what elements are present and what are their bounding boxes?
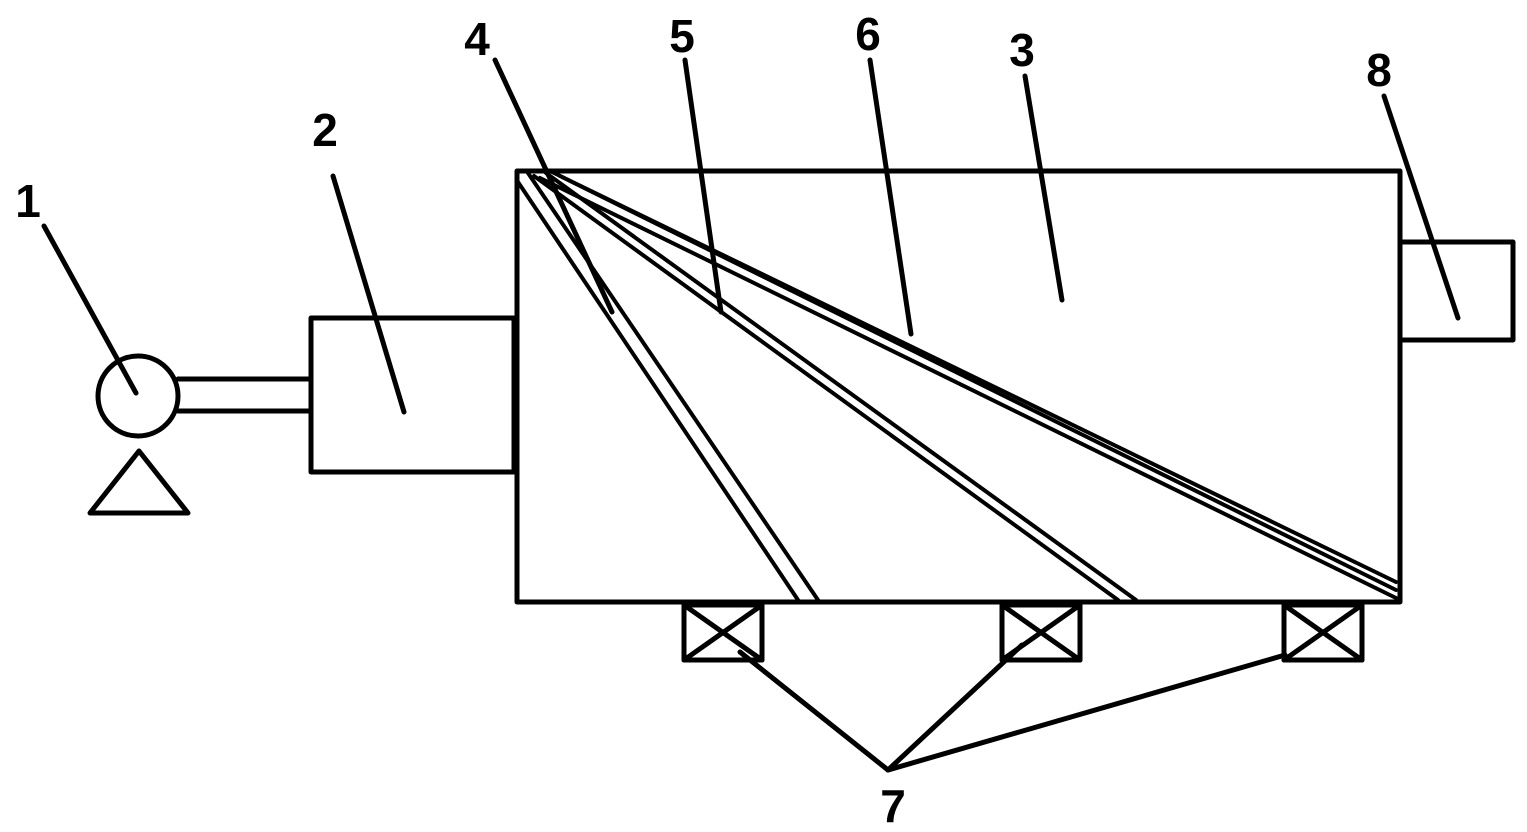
leader-7-a [737,649,891,773]
leader-4 [492,57,615,315]
leader-5 [682,57,724,315]
leader-6 [867,57,914,337]
label-8: 8 [1366,44,1392,96]
plate-c-line-3 [558,174,1398,592]
valve-3 [1281,602,1365,663]
leader-1 [41,223,139,396]
plate-a-line-2 [526,171,820,602]
label-5: 5 [669,10,695,62]
label-6: 6 [855,8,881,60]
pump-stand-triangle [87,448,191,516]
leader-8 [1381,93,1461,321]
leader-7-c [885,652,1288,773]
leader-3 [1022,73,1065,303]
labels: 1 2 4 5 6 3 8 7 [15,8,1392,832]
plate-b-line-1 [532,174,1120,602]
pump-circle [95,353,181,439]
connecting-pipe [175,376,311,414]
plate-b-line-2 [544,171,1138,602]
outlet-box [1399,239,1516,343]
label-1: 1 [15,175,41,227]
leader-2 [330,173,407,415]
valve-1 [681,602,765,663]
main-chamber-box [514,168,1403,605]
pump [87,353,191,516]
inclined-plates [516,170,1398,602]
label-4: 4 [464,13,490,65]
plate-c-line-1 [538,176,1398,600]
plate-a-line-1 [516,180,800,602]
label-3: 3 [1009,24,1035,76]
valves [681,602,1365,663]
label-7: 7 [880,780,906,832]
leader-7-b [885,642,1025,773]
leader-lines [41,57,1461,773]
component-2-box [308,315,517,475]
label-2: 2 [312,104,338,156]
